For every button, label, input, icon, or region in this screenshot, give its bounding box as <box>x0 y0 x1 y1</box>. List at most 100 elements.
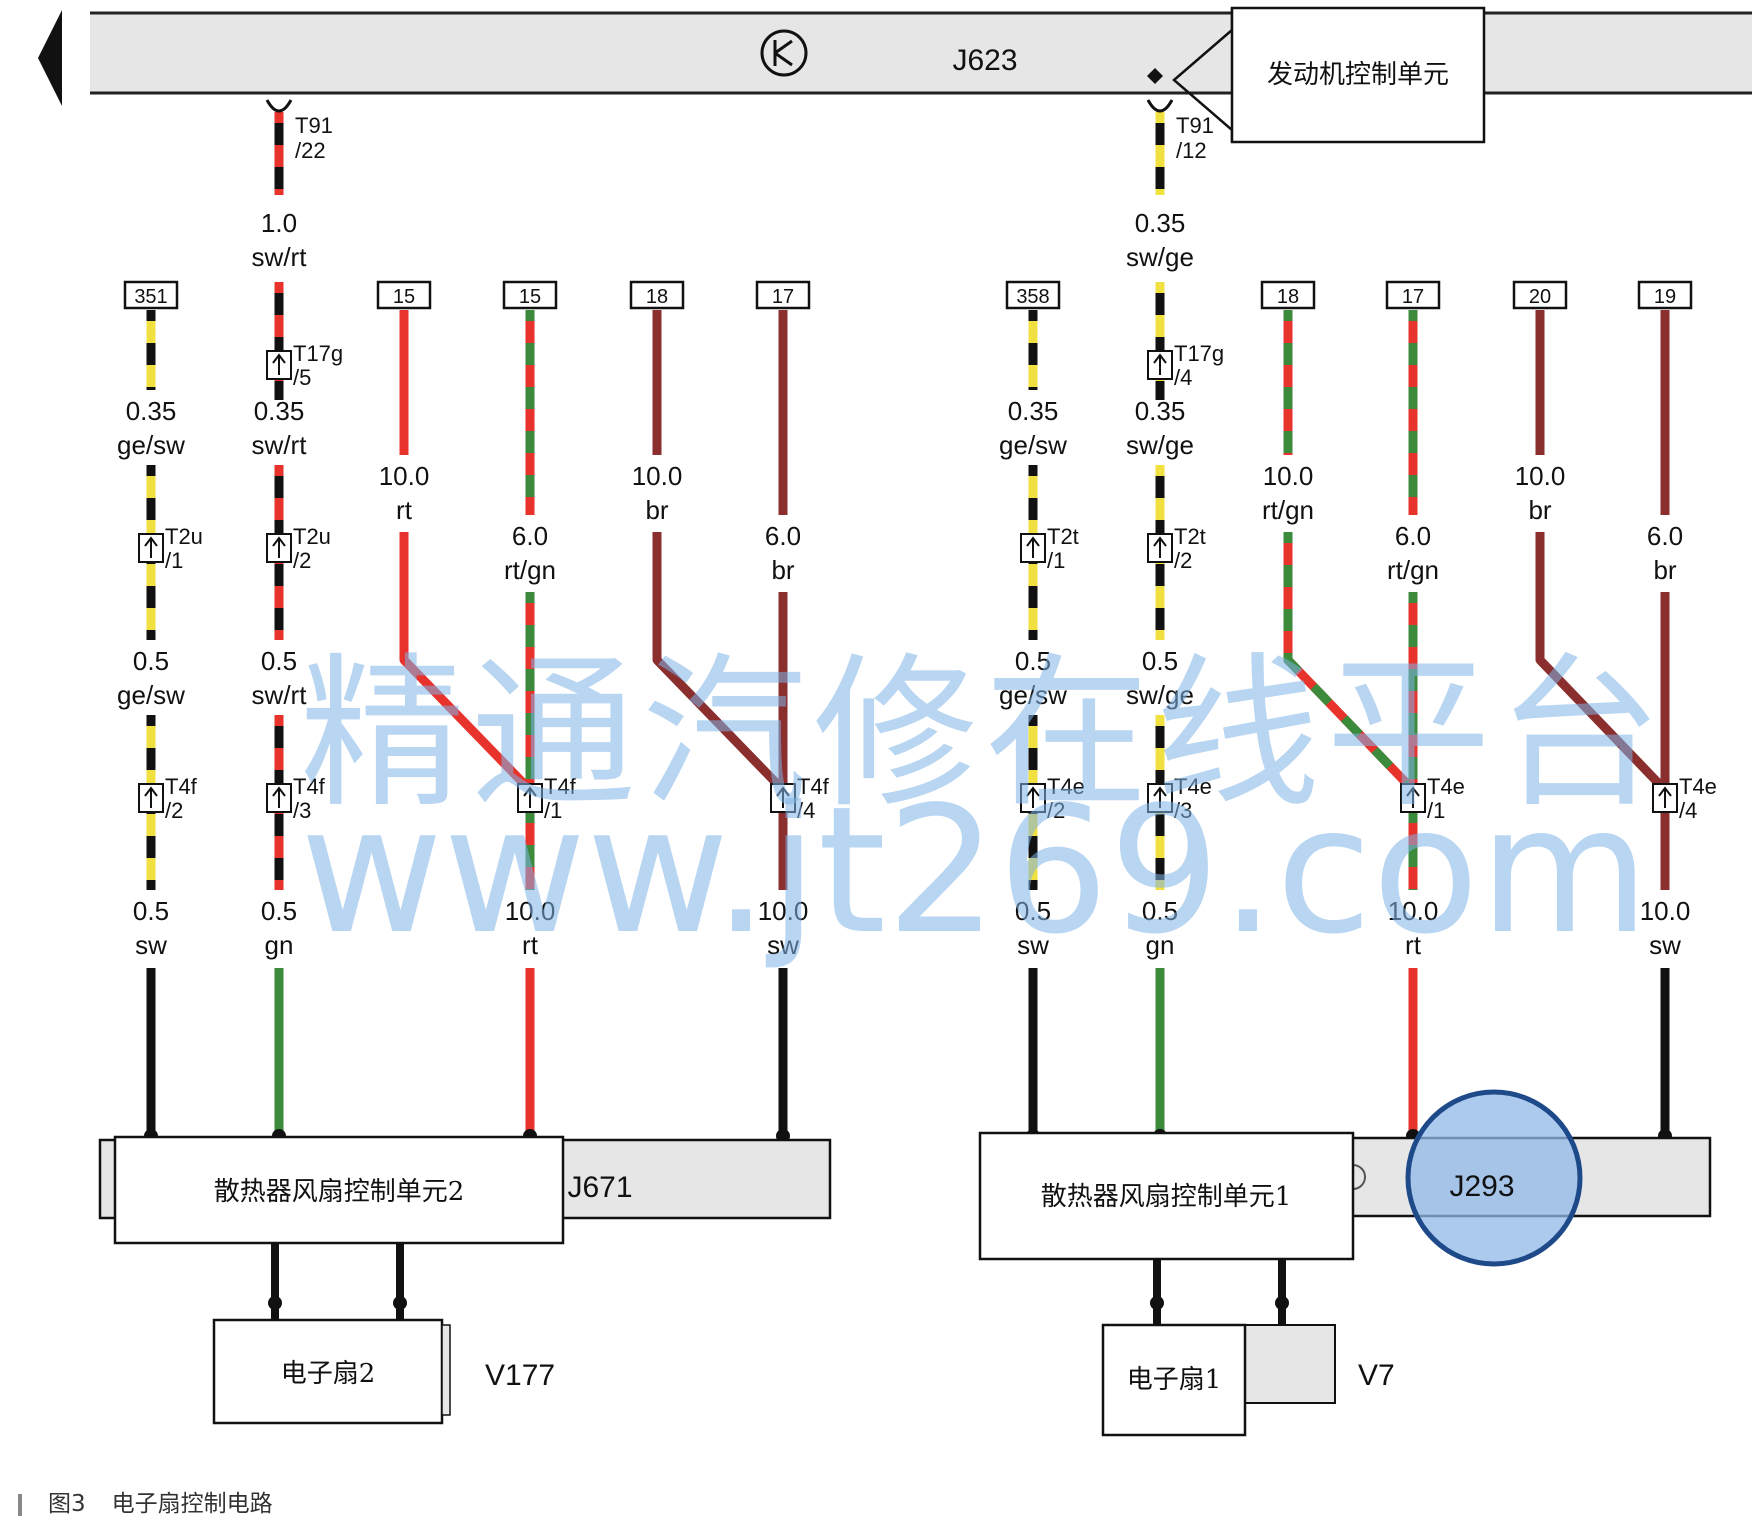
left-conn-0-1 <box>138 783 164 813</box>
right-wire-1-seg1-gauge: 0.5 <box>1142 646 1178 676</box>
left-wire-5-seg0-color: br <box>771 555 794 585</box>
left-terminal-2-box <box>376 280 432 310</box>
right-terminal-3-label: 17 <box>1402 286 1424 308</box>
left-wire-1-seg0-color: sw/rt <box>252 430 308 460</box>
left-terminal-4-label: 18 <box>646 286 668 308</box>
top-wire-label-1-color: sw/ge <box>1126 242 1194 272</box>
left-conn-1-2 <box>266 783 292 813</box>
fan-left-box <box>212 1318 444 1425</box>
right-wire-0-seg2-gauge: 0.5 <box>1015 896 1051 926</box>
left-wire-0-seg1-gauge: 0.5 <box>133 646 169 676</box>
left-wire-5-seg0-gauge: 6.0 <box>765 521 801 551</box>
right-conn-1-1-id: T2t <box>1174 524 1206 549</box>
left-conn-3-pin: /1 <box>544 798 562 823</box>
right-terminal-3-box <box>1385 280 1441 310</box>
left-terminal-3-box <box>502 280 558 310</box>
right-conn-5 <box>1652 783 1678 813</box>
right-terminal-0-label: 358 <box>1016 286 1049 308</box>
fan-right-label: 电子扇1 <box>1127 1365 1222 1395</box>
right-conn-1-2-pin: /3 <box>1174 798 1192 823</box>
left-wire-0-seg0-color: ge/sw <box>117 430 185 460</box>
right-conn-0-0-id: T2t <box>1047 524 1079 549</box>
left-conn-3 <box>517 783 543 813</box>
left-wire-1-seg1-color: sw/rt <box>252 680 308 710</box>
fan-wire-dot-1 <box>393 1296 407 1310</box>
left-terminal-2-label: 15 <box>393 286 415 308</box>
right-terminal-4-label: 20 <box>1529 286 1551 308</box>
module-left-code: J671 <box>567 1171 632 1204</box>
left-wire-3-seg0-gauge: 6.0 <box>512 521 548 551</box>
ecu-label-text: 发动机控制单元 <box>1267 60 1449 90</box>
left-conn-5-pin: /4 <box>797 798 815 823</box>
right-conn-1-0-id: T17g <box>1174 341 1224 366</box>
right-wire-5-seg1-color: sw <box>1649 930 1681 960</box>
left-conn-1-1 <box>266 533 292 563</box>
left-wire-4-seg0-color: br <box>645 495 668 525</box>
left-wire-1-seg0-gauge: 0.35 <box>254 396 305 426</box>
left-wire-3-seg0-color: rt/gn <box>504 555 556 585</box>
right-conn-1-0 <box>1147 350 1173 380</box>
left-conn-1-0-arrow <box>272 353 286 375</box>
left-conn-0-0-pin: /1 <box>165 548 183 573</box>
left-wire-1-seg1-gauge: 0.5 <box>261 646 297 676</box>
fan-left-box-edge <box>441 1324 451 1416</box>
ecu-bar <box>90 12 1752 94</box>
right-conn-3-arrow <box>1406 786 1420 808</box>
right-conn-0-1-id: T4e <box>1047 774 1085 799</box>
fan-wire-dot-3 <box>1275 1296 1289 1310</box>
right-terminal-0-box <box>1005 280 1061 310</box>
left-wire-4-seg0-gauge: 10.0 <box>632 461 683 491</box>
left-terminal-5-label: 17 <box>772 286 794 308</box>
ecu-junction-dot <box>1147 68 1163 84</box>
right-wire-5-seg1-gauge: 10.0 <box>1640 896 1691 926</box>
module-right-box <box>978 1131 1355 1261</box>
left-wire-0-seg2-gauge: 0.5 <box>133 896 169 926</box>
right-conn-1-1 <box>1147 533 1173 563</box>
right-wire-1-seg0-gauge: 0.35 <box>1135 396 1186 426</box>
right-wire-1-seg2-gauge: 0.5 <box>1142 896 1178 926</box>
right-wire-0-seg0-gauge: 0.35 <box>1008 396 1059 426</box>
left-conn-5 <box>770 783 796 813</box>
left-conn-0-0 <box>138 533 164 563</box>
left-conn-5-arrow <box>776 786 790 808</box>
caption-text: 电子扇控制电路 <box>111 1491 273 1517</box>
left-terminal-0-box <box>123 280 179 310</box>
right-wire-1-seg0-color: sw/ge <box>1126 430 1194 460</box>
module-left-label: 散热器风扇控制单元2 <box>214 1177 465 1207</box>
right-conn-3-id: T4e <box>1427 774 1465 799</box>
left-wire-3-seg1-gauge: 10.0 <box>505 896 556 926</box>
left-wire-1-seg2-color: gn <box>265 930 294 960</box>
left-wire-3-seg1-color: rt <box>522 930 539 960</box>
top-pin-num-0: /22 <box>295 138 326 163</box>
top-pin-id-1: T91 <box>1176 113 1214 138</box>
right-conn-1-0-pin: /4 <box>1174 365 1192 390</box>
left-wire-1-seg2-gauge: 0.5 <box>261 896 297 926</box>
module-left-box <box>113 1135 565 1245</box>
left-conn-3-arrow <box>523 786 537 808</box>
fan-right-box-edge <box>1244 1324 1336 1404</box>
right-conn-1-1-arrow <box>1153 536 1167 558</box>
right-wire-4-seg0-gauge: 10.0 <box>1515 461 1566 491</box>
right-wire-2-seg0-gauge: 10.0 <box>1263 461 1314 491</box>
left-terminal-5-box <box>755 280 811 310</box>
right-wire-2-diag-stripe <box>1283 532 1417 794</box>
left-wire-5-seg1-color: sw <box>767 930 799 960</box>
fan-wire-dot-0 <box>268 1296 282 1310</box>
left-wire-0-seg2-color: sw <box>135 930 167 960</box>
right-wire-0-seg1-color: ge/sw <box>999 680 1067 710</box>
fan-wire-dot-2 <box>1150 1296 1164 1310</box>
left-terminal-3-label: 15 <box>519 286 541 308</box>
left-conn-0-1-id: T4f <box>165 774 198 799</box>
right-terminal-2-label: 18 <box>1277 286 1299 308</box>
right-conn-1-2 <box>1147 783 1173 813</box>
left-conn-1-1-id: T2u <box>293 524 331 549</box>
right-terminal-4-box <box>1512 280 1568 310</box>
right-wire-0-seg1-gauge: 0.5 <box>1015 646 1051 676</box>
top-wire-label-0-color: sw/rt <box>252 242 308 272</box>
right-wire-4-seg0-color: br <box>1528 495 1551 525</box>
right-wire-5-seg0-color: br <box>1653 555 1676 585</box>
transistor-icon <box>760 29 808 77</box>
left-conn-0-0-id: T2u <box>165 524 203 549</box>
